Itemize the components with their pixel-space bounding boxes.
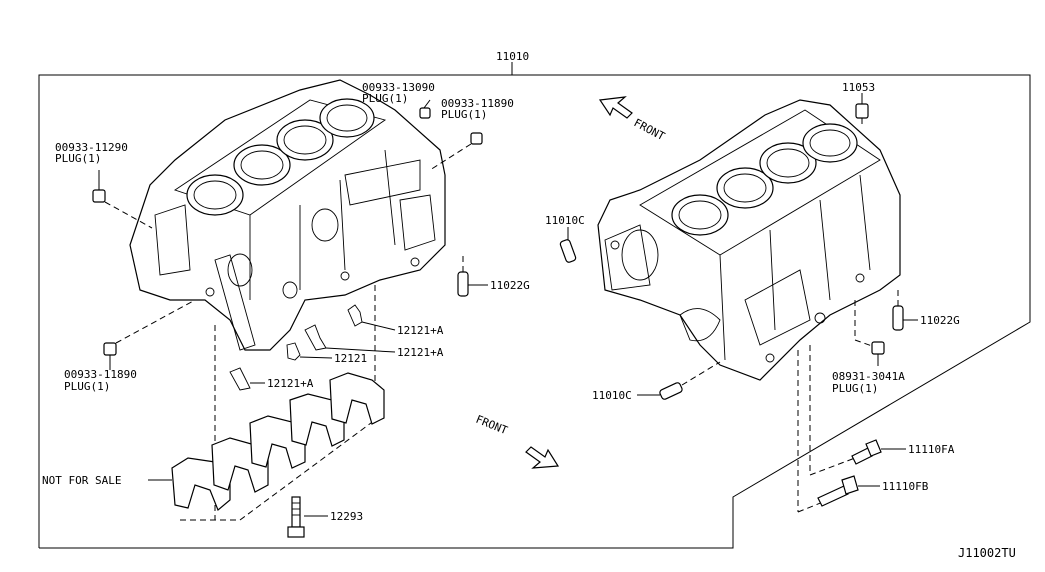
bolt-guides bbox=[797, 345, 856, 513]
cap-11053-label: 11053 bbox=[842, 81, 875, 94]
bolt-11110fa bbox=[851, 439, 882, 465]
assembly-frame bbox=[38, 62, 1031, 549]
oil-jet-a1-label: 12121+A bbox=[397, 324, 444, 337]
dowel-11010c-bottom bbox=[659, 382, 683, 400]
cylinder-block-left bbox=[129, 79, 446, 351]
main-part-number: 11010 bbox=[496, 50, 529, 63]
plug-11290 bbox=[92, 189, 106, 203]
dowel-11010c-left bbox=[559, 239, 577, 263]
plug-11890-bottom-qty: PLUG(1) bbox=[64, 380, 110, 393]
plug-11890-top-code: 00933-11890 bbox=[441, 97, 514, 110]
oil-jet-a2-label: 12121+A bbox=[397, 346, 444, 359]
plug-11290-qty: PLUG(1) bbox=[55, 152, 101, 165]
pin-11022g-right bbox=[892, 305, 904, 331]
pin-11022g-left-label: 11022G bbox=[490, 279, 530, 292]
plug-3041a-code: 08931-3041A bbox=[832, 370, 905, 383]
pin-11022g-left bbox=[457, 271, 469, 297]
diagram-code: J11002TU bbox=[958, 546, 1016, 560]
plug-11890-top-qty: PLUG(1) bbox=[441, 108, 487, 121]
dowel-11010c-bottom-label: 11010C bbox=[592, 389, 632, 402]
cylinder-block-right bbox=[597, 99, 901, 381]
bolt-11110fb-label: 11110FB bbox=[882, 480, 929, 493]
front-arrow-top bbox=[598, 96, 633, 119]
bolt-11110fb bbox=[817, 475, 859, 507]
bolt-11110fa-label: 11110FA bbox=[908, 443, 955, 456]
cap-11053 bbox=[855, 103, 869, 119]
oil-jet-plain bbox=[286, 342, 301, 361]
dowel-11010c-left-label: 11010C bbox=[545, 214, 585, 227]
plug-3041a-qty: PLUG(1) bbox=[832, 382, 878, 395]
plug-11890-bottom-code: 00933-11890 bbox=[64, 368, 137, 381]
plug-13090-qty: PLUG(1) bbox=[362, 92, 408, 105]
plug-11290-code: 00933-11290 bbox=[55, 141, 128, 154]
plug-3041a bbox=[871, 341, 885, 355]
plug-11890-bottom bbox=[103, 342, 117, 356]
front-arrow-bottom-label: FRONT bbox=[474, 413, 510, 438]
bolt-12293-label: 12293 bbox=[330, 510, 363, 523]
plug-13090 bbox=[419, 107, 431, 119]
oil-jet-plain-label: 12121 bbox=[334, 352, 367, 365]
not-for-sale-label: NOT FOR SALE bbox=[42, 474, 121, 487]
plug-13090-code: 00933-13090 bbox=[362, 81, 435, 94]
bolt-12293 bbox=[287, 496, 305, 538]
oil-jet-a2 bbox=[304, 324, 327, 351]
front-arrow-top-label: FRONT bbox=[632, 116, 668, 143]
bearing-caps bbox=[171, 372, 385, 511]
oil-jet-a3-label: 12121+A bbox=[267, 377, 314, 390]
front-arrow-bottom bbox=[525, 446, 560, 469]
oil-jet-a1 bbox=[347, 304, 363, 327]
oil-jet-a3 bbox=[229, 367, 251, 391]
pin-11022g-right-label: 11022G bbox=[920, 314, 960, 327]
plug-11890-top bbox=[470, 132, 483, 145]
